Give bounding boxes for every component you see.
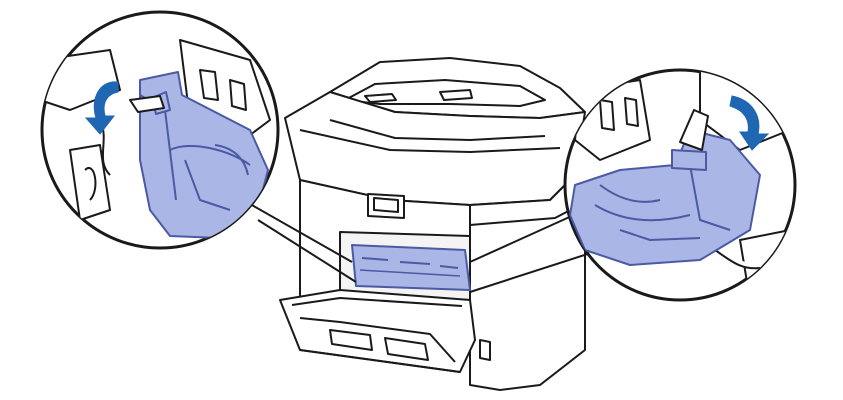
- right-callout: [563, 68, 797, 302]
- right-fuser-lever: [569, 129, 761, 266]
- callout-leaders: [235, 195, 601, 293]
- fuser-highlight: [351, 244, 471, 291]
- left-down-arrow: [84, 81, 119, 135]
- right-down-arrow: [729, 95, 770, 151]
- left-callout: [40, 10, 280, 250]
- printer-body: [279, 57, 586, 391]
